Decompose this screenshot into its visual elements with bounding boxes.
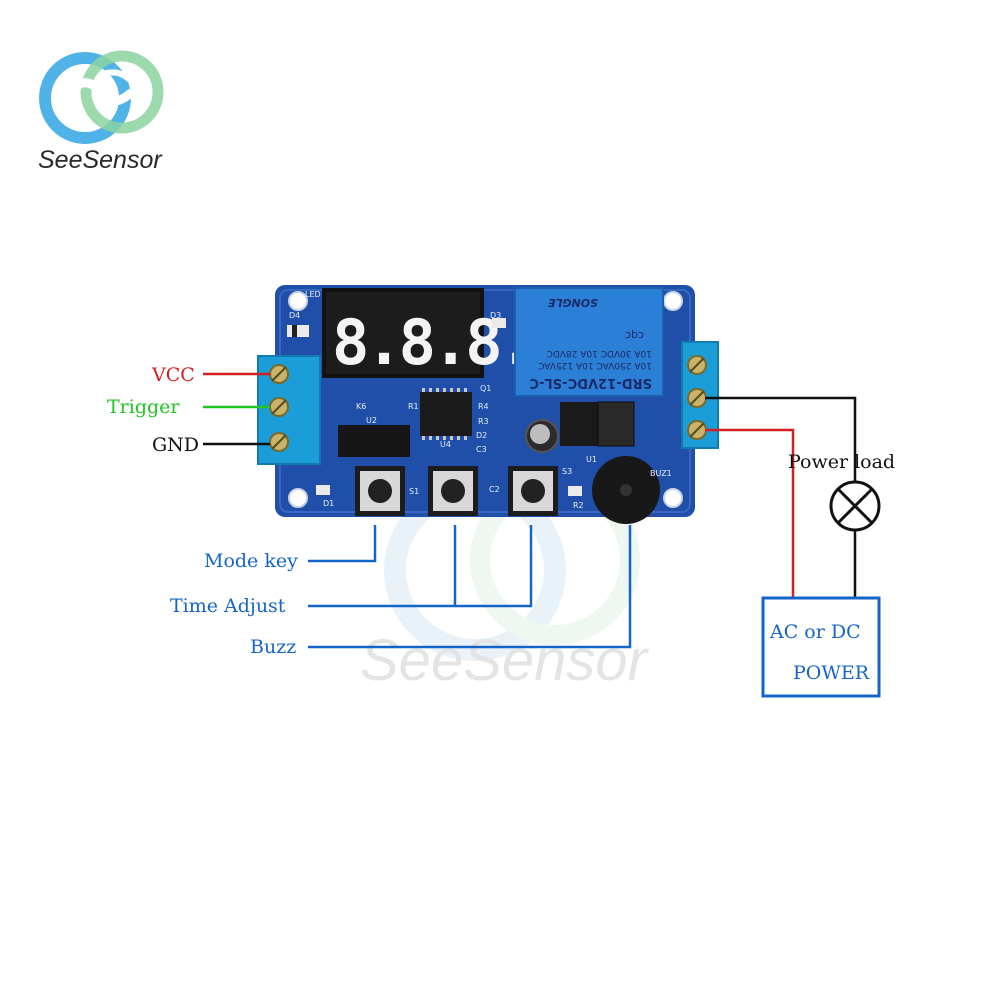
load-circuit: [705, 396, 857, 598]
buzz-label: Buzz: [250, 636, 296, 658]
relay: SRD-12VDC-SL-C 10A 250VAC 10A 125VAC 10A…: [514, 287, 664, 397]
time-adjust-callout-branch: [455, 525, 533, 608]
silk-label: K6: [356, 402, 366, 411]
relay-rating-2: 10A 30VDC 10A 28VDC: [547, 348, 652, 358]
callout-lines: [308, 525, 632, 649]
relay-model: SRD-12VDC-SL-C: [529, 375, 652, 390]
silk-label: U1: [586, 455, 597, 464]
time-adjust-callout: [308, 525, 457, 608]
smd-component: [316, 485, 330, 495]
mounting-hole: [663, 291, 683, 311]
brand-logo-mark: [39, 50, 164, 144]
smd-component: [492, 318, 506, 328]
silk-label: C2: [489, 485, 500, 494]
seven-segment-display: 8.8.8.: [322, 288, 536, 379]
power-load-label: Power load: [788, 451, 895, 473]
relay-module-board: 8.8.8. SRD-12VDC-SL-C 10A 250VAC 10A 125…: [275, 285, 695, 524]
input-wires: [203, 372, 270, 446]
brand-name: SeeSensor: [38, 146, 163, 174]
time-adjust-label: Time Adjust: [170, 595, 286, 617]
mounting-hole: [288, 291, 308, 311]
relay-brand: SONGLE: [547, 296, 598, 309]
power-source-line-1: AC or DC: [769, 621, 861, 643]
silk-label: BUZ1: [650, 469, 672, 478]
silk-label: D3: [490, 311, 501, 320]
smd-component: [568, 486, 582, 496]
time-adjust-button-left[interactable]: [428, 466, 478, 516]
mounting-hole: [288, 488, 308, 508]
buzz-callout: [308, 525, 632, 649]
silk-label: U4: [440, 440, 451, 449]
time-adjust-button-right[interactable]: [508, 466, 558, 516]
mounting-hole: [663, 488, 683, 508]
vcc-label: VCC: [151, 364, 195, 386]
relay-cert: cqc: [625, 329, 644, 342]
watermark-text: SeeSensor: [360, 628, 650, 693]
ic-chip: [420, 392, 472, 436]
power-source-box: AC or DC POWER: [761, 596, 881, 698]
silk-label: R3: [478, 417, 489, 426]
smd-component: [287, 325, 309, 337]
optocoupler: [338, 425, 410, 457]
silk-label: S1: [409, 487, 419, 496]
silk-label: S3: [562, 467, 572, 476]
display-digits: 8.8.8.: [332, 306, 532, 379]
silk-label: R2: [573, 501, 584, 510]
silk-label: R1: [408, 402, 419, 411]
relay-rating-1: 10A 250VAC 10A 125VAC: [538, 360, 652, 370]
output-terminal-block: [681, 341, 719, 449]
mode-key-label: Mode key: [204, 550, 298, 572]
input-terminal-block: [257, 355, 321, 465]
power-source-line-2: POWER: [793, 662, 870, 684]
mode-key-callout: [308, 525, 377, 563]
silk-label: Q1: [480, 384, 491, 393]
silk-label: R4: [478, 402, 489, 411]
mode-key-button[interactable]: [355, 466, 405, 516]
silk-label: C3: [476, 445, 487, 454]
silk-label: U2: [366, 416, 377, 425]
silk-label: D2: [476, 431, 487, 440]
lamp-symbol: [829, 480, 881, 532]
silk-label: D4: [289, 311, 300, 320]
trigger-label: Trigger: [107, 396, 180, 418]
load-wire: [705, 396, 857, 482]
brand-logo: SeeSensor: [38, 50, 164, 174]
power-wire: [705, 428, 795, 598]
gnd-label: GND: [152, 434, 199, 456]
silk-label: D1: [323, 499, 334, 508]
silk-label: LED: [305, 290, 321, 299]
